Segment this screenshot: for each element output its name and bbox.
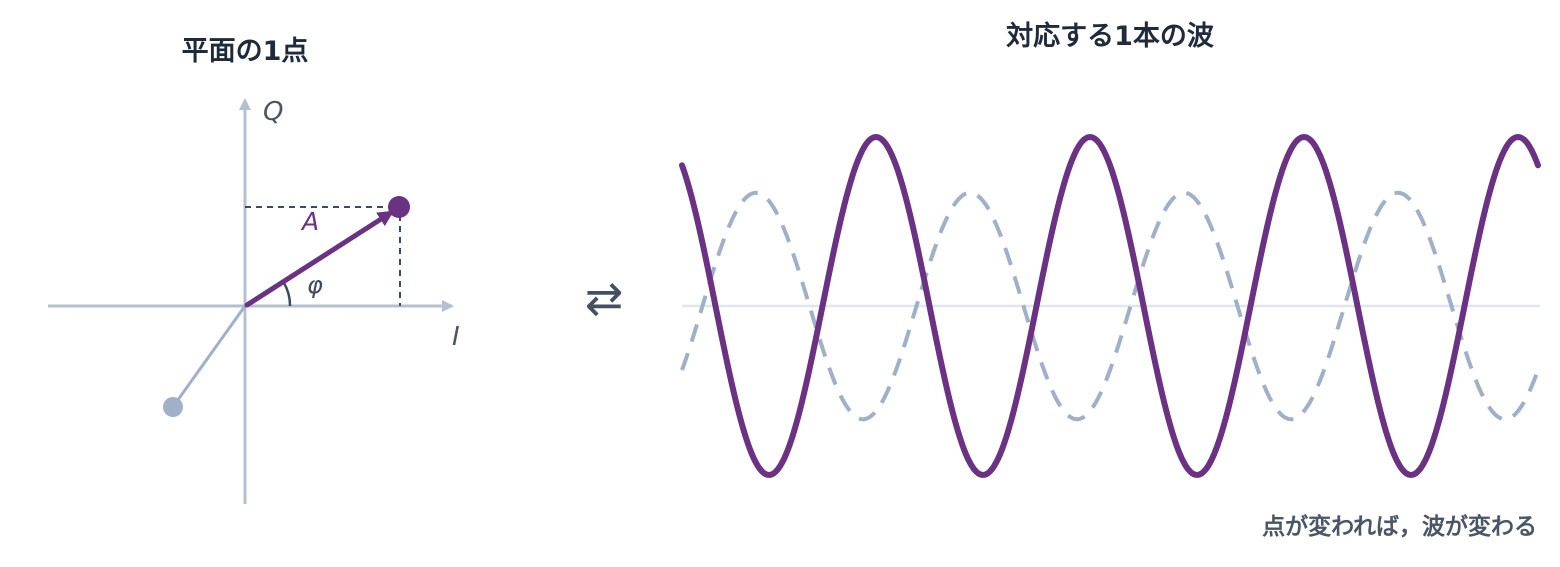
phase-arc	[282, 282, 292, 307]
q-axis-label: Q	[263, 97, 283, 127]
left-panel-title: 平面の1点	[182, 36, 309, 67]
amplitude-label: A	[300, 207, 319, 236]
right-panel-title: 対応する1本の波	[1006, 20, 1215, 52]
phase-label: φ	[307, 271, 323, 299]
waveform-panel: 対応する1本の波 点が変われば，波が変わる	[679, 20, 1541, 540]
amplitude-vector	[244, 209, 395, 308]
previous-wave	[680, 190, 1540, 422]
iq-plane: 平面の1点 Q I φ A	[48, 36, 460, 504]
previous-point	[163, 397, 183, 417]
i-axis-label: I	[452, 322, 460, 352]
current-point	[388, 196, 410, 218]
current-wave	[679, 133, 1541, 478]
caption: 点が変われば，波が変わる	[1262, 513, 1537, 540]
previous-point-stem	[173, 305, 247, 405]
exchange-arrows-icon: ⇄	[585, 271, 624, 325]
